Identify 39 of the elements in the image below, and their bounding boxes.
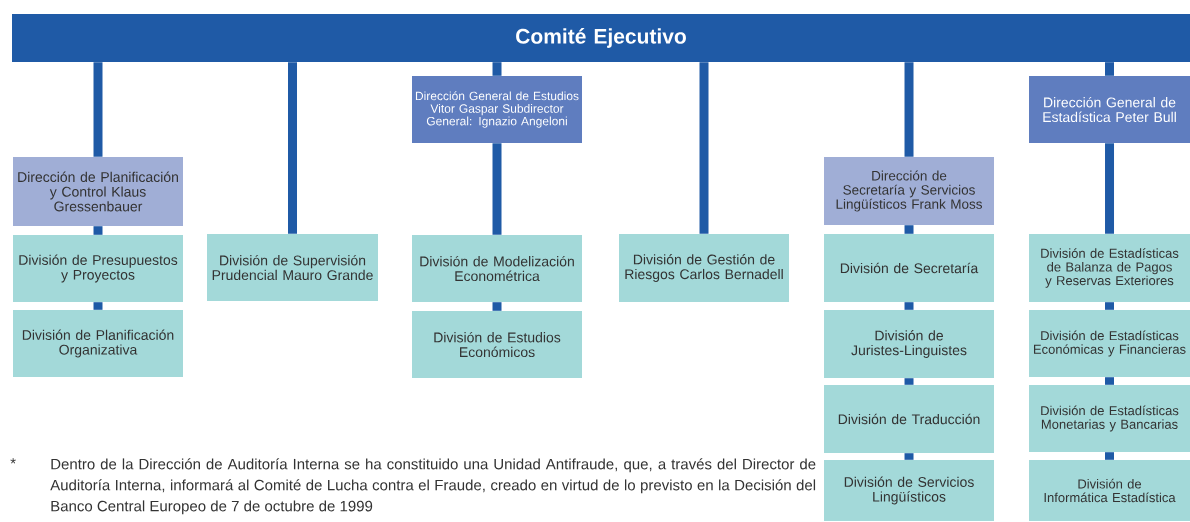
connector-line [904, 302, 914, 310]
division-box: División de Estadísticas Monetarias y Bancarias [1029, 385, 1190, 452]
division-box: División de Juristes-Linguistes [824, 310, 994, 378]
division-box: División de Traducción [824, 385, 994, 453]
department-box: Dirección de Planificación y Control Klaus Gressenbauer [13, 157, 183, 226]
division-box: División de Estadísticas de Balanza de Pagos y Reservas Exteriores [1029, 234, 1190, 302]
division-box: División de Secretaría [824, 234, 994, 302]
connector-line [93, 226, 103, 235]
header-bar: Comité Ejecutivo [12, 14, 1190, 62]
connector-line [1105, 452, 1114, 460]
connector-line [288, 62, 297, 234]
department-box: Dirección de Secretaría y Servicios Lingüísticos Frank Moss [824, 157, 994, 225]
directorate-box: Dirección General de Estadística Peter Bull [1029, 76, 1190, 143]
connector-line [904, 378, 914, 385]
connector-line [1105, 302, 1114, 310]
division-box: División de Gestión de Riesgos Carlos Bernadell [619, 234, 789, 302]
division-box: División de Estudios Económicos [412, 311, 582, 378]
connector-line [492, 302, 502, 311]
division-box: División de Servicios Lingüísticos [824, 460, 994, 521]
connector-line [1105, 143, 1114, 234]
connector-line [93, 62, 103, 157]
directorate-box: Dirección General de Estudios Vitor Gaspar Subdirector General: Ignazio Angeloni [412, 76, 582, 143]
connector-line [492, 62, 502, 76]
connector-line [492, 143, 502, 235]
division-box: División de Estadísticas Económicas y Financieras [1029, 310, 1190, 377]
connector-line [699, 62, 709, 234]
footnote-mark: * [10, 458, 16, 464]
division-box: División de Informática Estadística [1029, 460, 1190, 521]
connector-line [904, 453, 914, 460]
connector-line [1105, 62, 1114, 76]
footnote-text: Dentro de la Dirección de Auditoría Interna se ha constituido una Unidad Antifraude, que, a través del Director de Auditoría Interna, informará al Comité de Lucha contra el Fraude, creado en virtud de lo previsto en la Decisión del Banco Central Europeo de 7 de octubre de 1999 [50, 458, 816, 515]
division-box: División de Modelización Econométrica [412, 235, 582, 302]
division-box: División de Planificación Organizativa [13, 310, 183, 377]
connector-line [904, 225, 914, 234]
division-box: División de Supervisión Prudencial Mauro Grande [207, 234, 378, 301]
connector-line [93, 302, 103, 310]
connector-line [1105, 377, 1114, 385]
division-box: División de Presupuestos y Proyectos [13, 235, 183, 302]
connector-line [904, 62, 914, 157]
